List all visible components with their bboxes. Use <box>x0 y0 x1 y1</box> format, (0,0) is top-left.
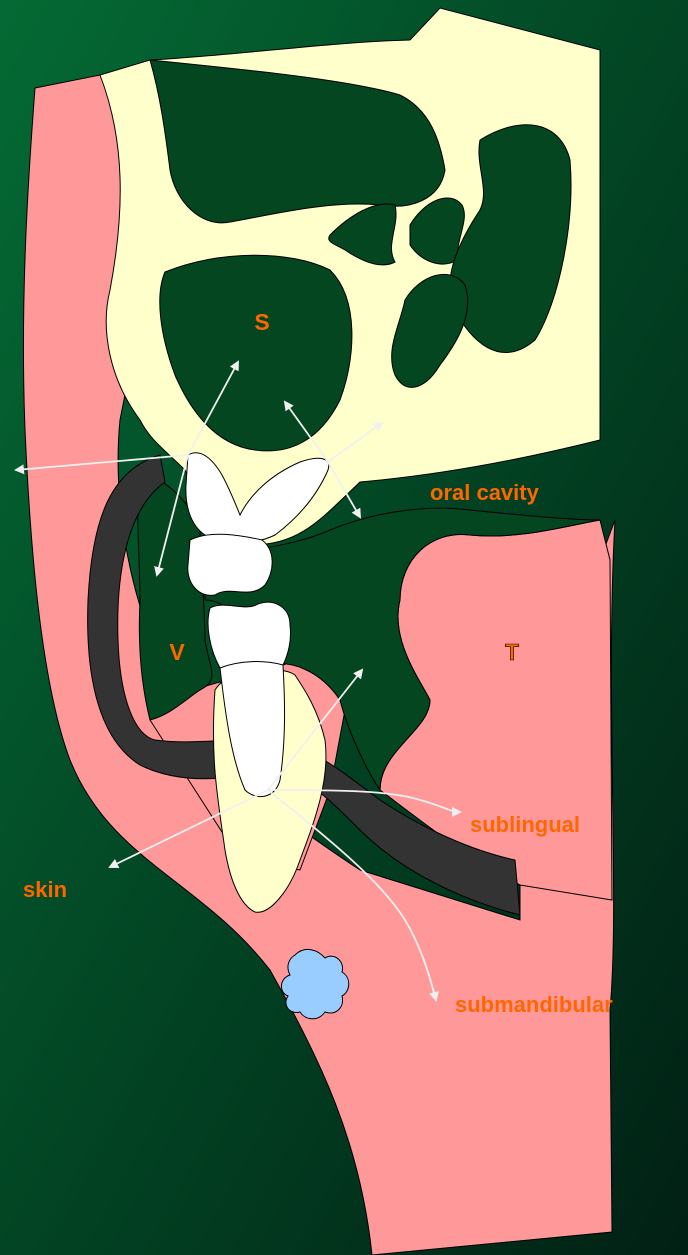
label-tongue: T <box>505 639 519 665</box>
label-sublingual: sublingual <box>470 812 580 837</box>
upper-molar-lower <box>188 534 272 595</box>
lower-tooth-crown <box>208 602 290 668</box>
label-vestibule: V <box>169 639 185 665</box>
label-submandibular: submandibular <box>455 992 613 1017</box>
label-sinus: S <box>254 309 269 335</box>
submandibular-gland <box>281 949 348 1018</box>
label-skin: skin <box>23 877 67 902</box>
label-oral-cavity: oral cavity <box>430 480 540 505</box>
